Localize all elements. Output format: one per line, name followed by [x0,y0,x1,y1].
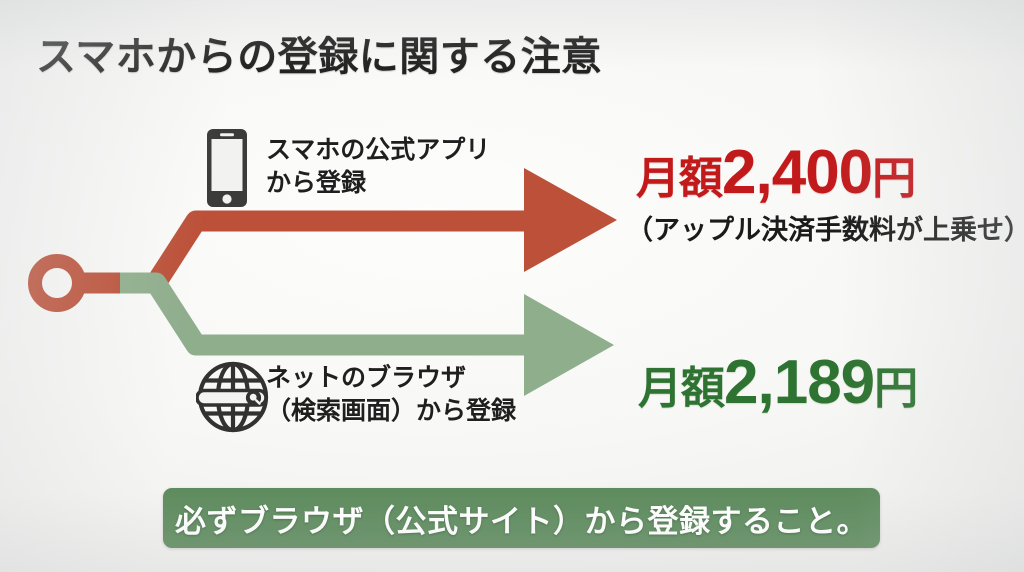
start-node-icon [28,254,86,312]
branch-path-app [80,210,528,294]
branch-path-browser [120,272,528,356]
page-title: スマホからの登録に関する注意 [36,35,602,79]
price-app-prefix: 月額 [636,154,723,203]
price-browser-unit: 円 [874,364,918,413]
price-browser: 月額2,189円 [638,352,918,414]
price-browser-prefix: 月額 [638,364,725,413]
arrowhead-browser [524,294,614,396]
branch-label-app: スマホの公式アプリ から登録 [266,134,490,200]
bottom-banner-text: 必ずブラウザ（公式サイト）から登録すること。 [175,503,868,539]
price-app: 月額2,400円 [636,142,916,204]
price-app-note: （アップル決済手数料が上乗せ） [626,215,1024,245]
branch-label-browser-line2: （検索画面）から登録 [266,397,517,425]
price-browser-amount: 2,189 [724,348,875,417]
branch-label-browser: ネットのブラウザ （検索画面）から登録 [266,362,516,428]
branch-label-app-line1: スマホの公式アプリ [266,136,491,164]
branch-label-browser-line1: ネットのブラウザ [266,364,467,392]
smartphone-icon [207,129,247,207]
branch-label-app-line2: から登録 [266,169,367,197]
price-app-amount: 2,400 [722,138,873,207]
globe-search-icon [196,361,269,433]
arrowhead-app [524,168,617,272]
bottom-banner: 必ずブラウザ（公式サイト）から登録すること。 [163,488,880,548]
price-app-unit: 円 [872,154,916,203]
